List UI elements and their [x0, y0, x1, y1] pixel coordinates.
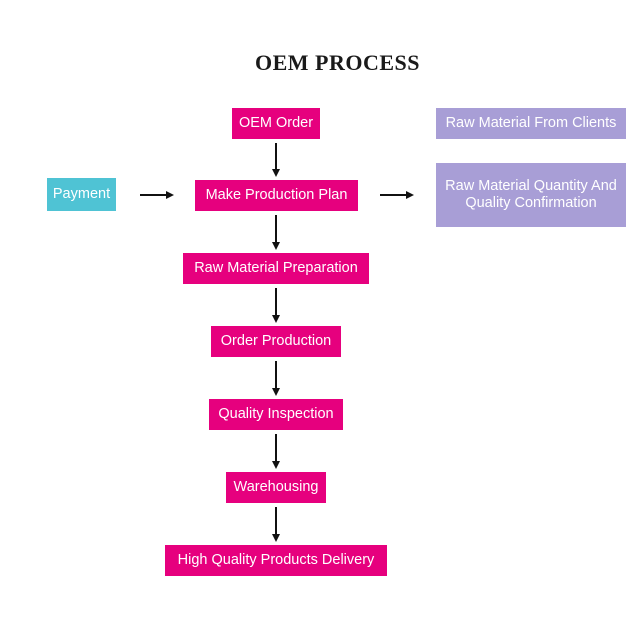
- step-quality-inspection: Quality Inspection: [209, 399, 343, 430]
- step-make-production-plan: Make Production Plan: [195, 180, 358, 211]
- raw-material-from-clients-box: Raw Material From Clients: [436, 108, 626, 139]
- payment-box: Payment: [47, 178, 116, 211]
- step-warehousing: Warehousing: [226, 472, 326, 503]
- diagram-title: OEM PROCESS: [254, 50, 421, 75]
- step-oem-order: OEM Order: [232, 108, 320, 139]
- step-raw-material-preparation: Raw Material Preparation: [183, 253, 369, 284]
- step-products-delivery: High Quality Products Delivery: [165, 545, 387, 576]
- raw-material-confirmation-box: Raw Material Quantity And Quality Confir…: [436, 163, 626, 227]
- step-order-production: Order Production: [211, 326, 341, 357]
